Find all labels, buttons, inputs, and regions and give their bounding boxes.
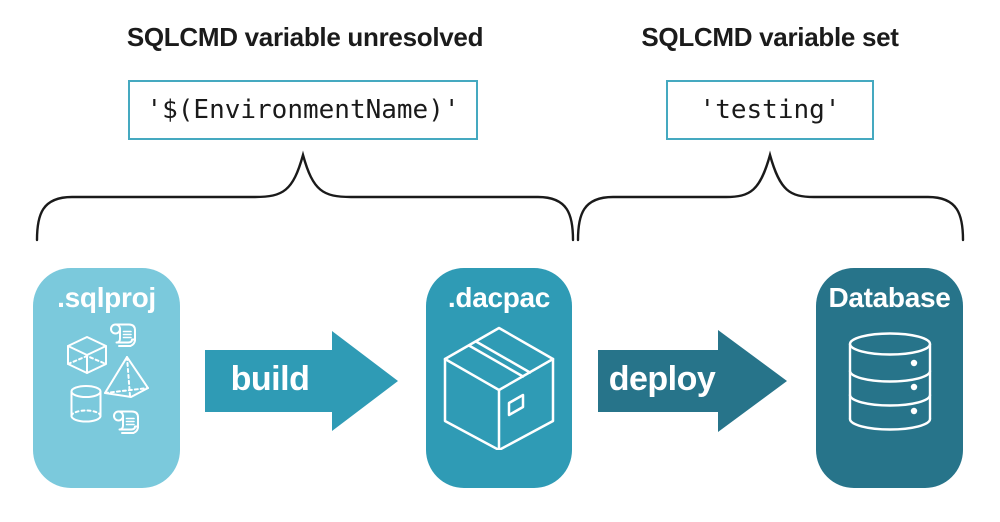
right-brace <box>576 150 965 242</box>
deploy-arrow <box>598 330 787 432</box>
right-code-text: 'testing' <box>699 95 841 125</box>
left-code-box: '$(EnvironmentName)' <box>128 80 478 140</box>
sql-objects-icon <box>67 323 149 434</box>
node-sqlproj: .sqlproj <box>33 268 180 488</box>
node-database: Database <box>816 268 963 488</box>
left-code-text: '$(EnvironmentName)' <box>146 95 460 125</box>
node-dacpac-label: .dacpac <box>447 282 551 313</box>
build-arrow <box>205 331 398 431</box>
node-database-label: Database <box>828 282 951 313</box>
deploy-arrow-label: deploy <box>608 360 716 398</box>
database-icon <box>848 332 932 431</box>
node-sqlproj-label: .sqlproj <box>57 282 156 313</box>
node-dacpac: .dacpac <box>426 268 572 488</box>
right-heading: SQLCMD variable set <box>641 22 899 52</box>
left-brace <box>35 150 575 242</box>
right-code-box: 'testing' <box>666 80 874 140</box>
package-icon <box>443 326 555 450</box>
build-arrow-label: build <box>230 360 310 398</box>
left-heading: SQLCMD variable unresolved <box>126 22 484 52</box>
